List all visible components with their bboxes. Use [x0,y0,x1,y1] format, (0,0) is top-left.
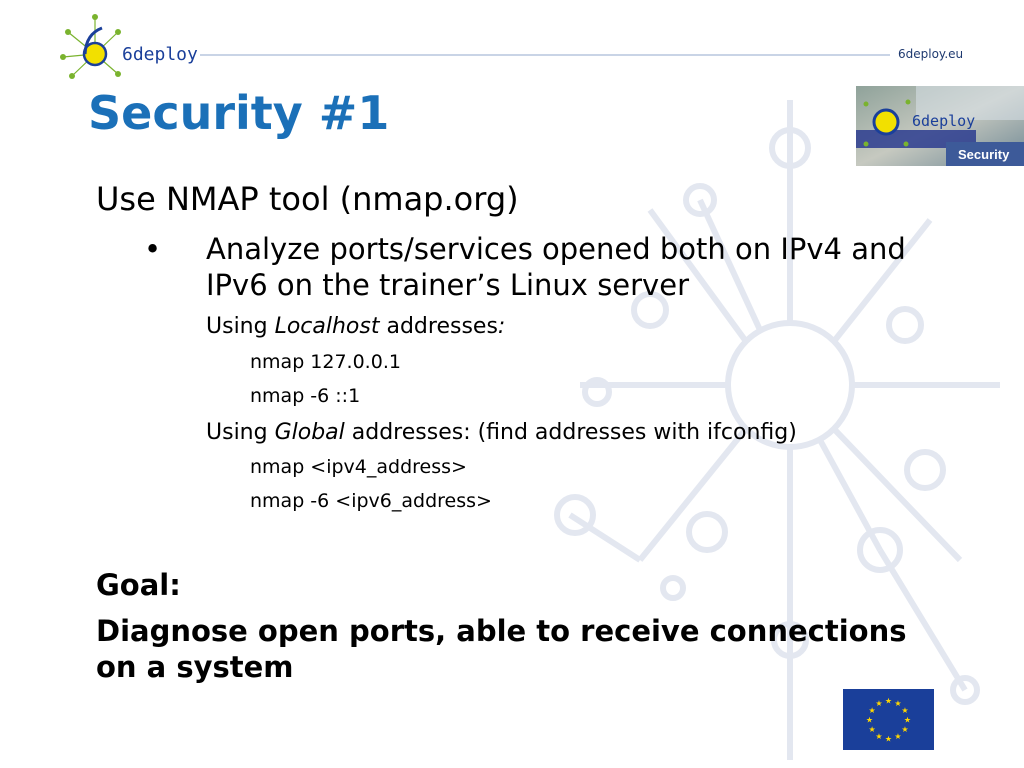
localhost-prefix: Using [206,314,275,339]
bullet-line-2: IPv6 on the trainer’s Linux server [206,268,689,302]
page-title: Security #1 [88,86,390,140]
logo-wordmark: 6deploy [122,44,198,65]
eu-star-icon: ★ [868,725,875,734]
goal-line-1: Diagnose open ports, able to receive con… [96,614,907,648]
localhost-suffix: addresses [379,314,498,339]
goal-label: Goal: [96,568,181,602]
bullet-marker: • [144,232,162,266]
eu-flag-icon: ★★★★★★★★★★★★ [843,689,934,750]
eu-star-icon: ★ [904,716,911,725]
localhost-colon: : [497,314,506,339]
goal-line-2: on a system [96,650,294,684]
global-command-ipv6: nmap -6 <ipv6_address> [250,490,492,512]
main-point: Use NMAP tool (nmap.org) [96,180,519,218]
security-banner-image: 6deploy Security [856,86,1024,166]
localhost-command-ipv4: nmap 127.0.0.1 [250,351,401,373]
eu-star-icon: ★ [868,706,875,715]
banner-logo-wordmark: 6deploy [912,112,975,130]
eu-star-icon: ★ [901,706,908,715]
banner-label: Security [958,147,1010,162]
eu-star-icon: ★ [875,732,882,741]
localhost-command-ipv6: nmap -6 ::1 [250,385,361,407]
eu-star-icon: ★ [901,725,908,734]
global-suffix: addresses: (find addresses with ifconfig… [344,420,797,445]
site-url: 6deploy.eu [898,47,964,61]
eu-star-icon: ★ [866,716,873,725]
localhost-emphasis: Localhost [274,314,380,339]
eu-star-icon: ★ [885,697,892,706]
global-emphasis: Global [274,420,345,445]
global-heading: Using Global addresses: (find addresses … [206,420,797,445]
eu-star-icon: ★ [875,699,882,708]
global-prefix: Using [206,420,275,445]
global-command-ipv4: nmap <ipv4_address> [250,456,467,478]
eu-star-icon: ★ [885,735,892,744]
bullet-line-1: Analyze ports/services opened both on IP… [206,232,906,266]
eu-star-icon: ★ [894,699,901,708]
header-divider [200,54,890,56]
6deploy-logo: 6deploy [60,14,198,79]
eu-star-icon: ★ [894,732,901,741]
localhost-heading: Using Localhost addresses: [206,314,505,339]
